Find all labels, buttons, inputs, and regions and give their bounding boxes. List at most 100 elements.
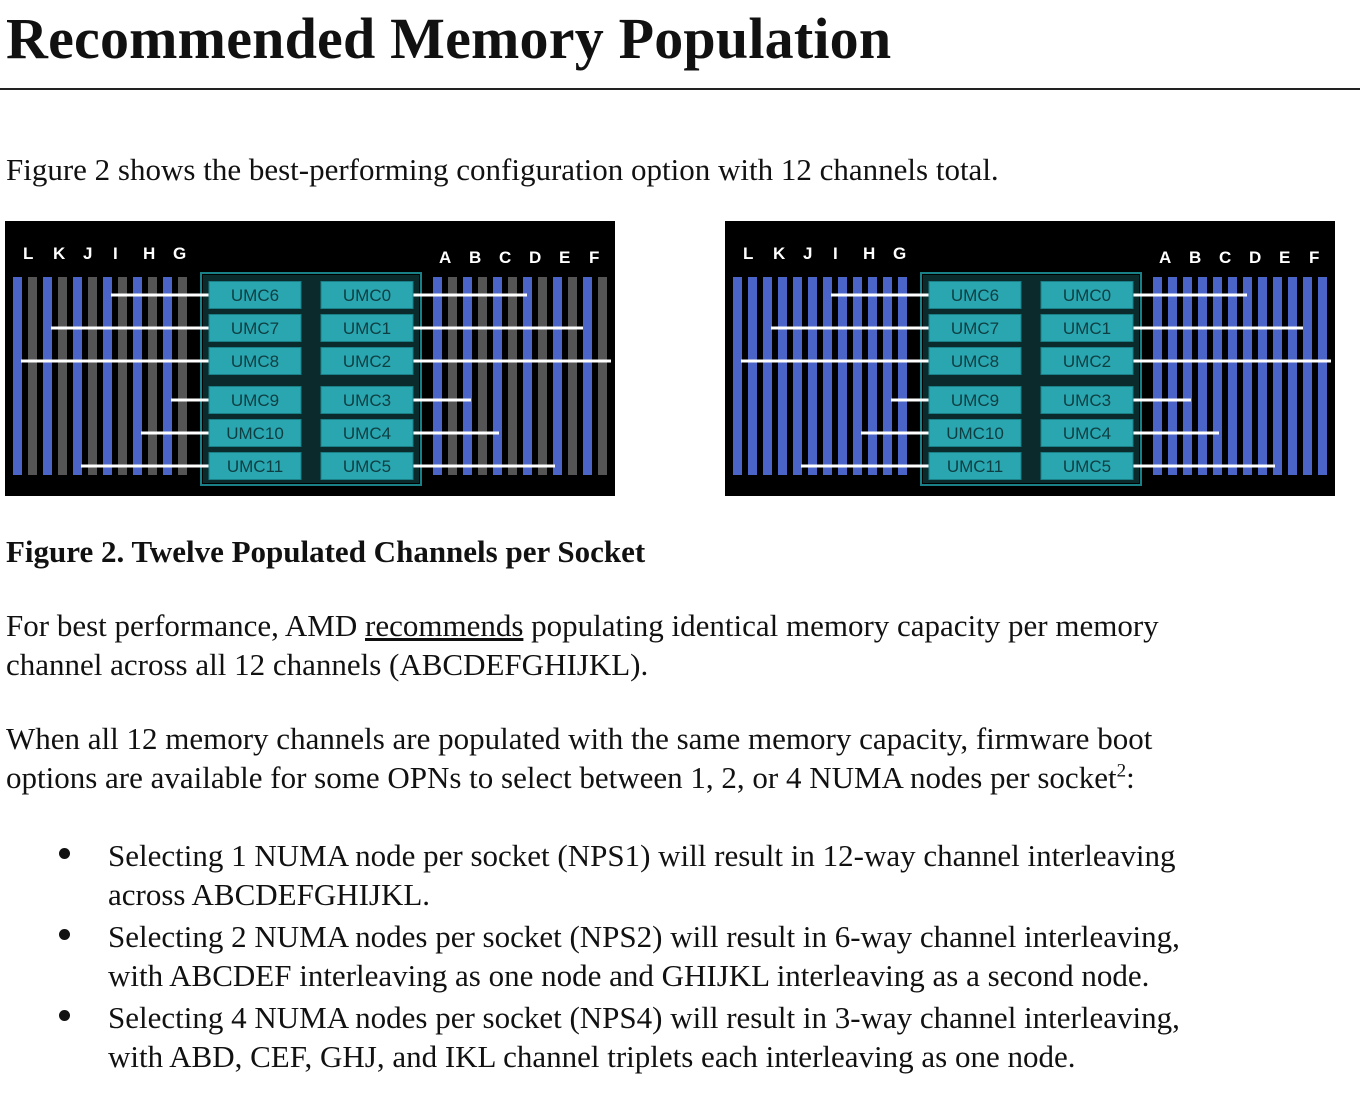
channel-label: D xyxy=(529,248,541,267)
channel-label: K xyxy=(773,244,786,263)
channel-label: J xyxy=(803,244,812,263)
dimm-slot xyxy=(808,277,817,475)
umc-block xyxy=(208,347,302,375)
dimm-slot xyxy=(1303,277,1312,475)
dimm-slot xyxy=(763,277,772,475)
underlined-term: recommends xyxy=(365,608,524,643)
dimm-slot xyxy=(823,277,832,475)
umc-block xyxy=(208,281,302,309)
dimm-slot xyxy=(1153,277,1162,475)
umc-label: UMC5 xyxy=(1063,457,1111,476)
bullet-icon xyxy=(59,848,70,859)
umc-label: UMC0 xyxy=(1063,286,1111,305)
umc-block xyxy=(1040,419,1134,447)
umc-label: UMC3 xyxy=(1063,391,1111,410)
list-item-line: Selecting 2 NUMA nodes per socket (NPS2)… xyxy=(108,919,1180,954)
channel-label: E xyxy=(559,248,570,267)
umc-block xyxy=(320,314,414,342)
dimm-slot xyxy=(493,277,502,475)
dimm-slot xyxy=(58,277,67,475)
bullet-icon xyxy=(59,1010,70,1021)
umc-block xyxy=(1040,386,1134,414)
dimm-slot xyxy=(1243,277,1252,475)
umc-label: UMC8 xyxy=(231,352,279,371)
dimm-slot xyxy=(583,277,592,475)
paragraph-line: For best performance, AMD recommends pop… xyxy=(6,606,1159,645)
list-item: Selecting 4 NUMA nodes per socket (NPS4)… xyxy=(0,998,1360,1079)
dimm-slot xyxy=(853,277,862,475)
channel-label: H xyxy=(863,244,875,263)
dimm-slot xyxy=(103,277,112,475)
dimm-slot xyxy=(1318,277,1327,475)
umc-label: UMC5 xyxy=(343,457,391,476)
channel-label: D xyxy=(1249,248,1261,267)
dimm-slot xyxy=(1258,277,1267,475)
numa-options-list: Selecting 1 NUMA node per socket (NPS1) … xyxy=(0,836,1360,1079)
umc-block xyxy=(320,419,414,447)
dimm-slot xyxy=(1198,277,1207,475)
channel-label: J xyxy=(83,244,92,263)
dimm-slot xyxy=(553,277,562,475)
umc-block xyxy=(320,281,414,309)
bullet-icon xyxy=(59,929,70,940)
dimm-slot xyxy=(1288,277,1297,475)
text-span: populating identical memory capacity per… xyxy=(523,608,1159,643)
umc-block xyxy=(320,452,414,480)
dimm-slot xyxy=(538,277,547,475)
dimm-slot xyxy=(448,277,457,475)
dimm-slot xyxy=(778,277,787,475)
list-item-line: Selecting 1 NUMA node per socket (NPS1) … xyxy=(108,838,1176,873)
umc-label: UMC8 xyxy=(951,352,999,371)
die-area xyxy=(203,275,419,483)
text-span: options are available for some OPNs to s… xyxy=(6,760,1117,795)
paragraph-line: options are available for some OPNs to s… xyxy=(6,758,1152,797)
umc-block xyxy=(1040,281,1134,309)
umc-label: UMC3 xyxy=(343,391,391,410)
dimm-slot xyxy=(73,277,82,475)
channel-label: L xyxy=(743,244,753,263)
channel-label: K xyxy=(53,244,66,263)
dimm-slot xyxy=(478,277,487,475)
intro-paragraph: Figure 2 shows the best-performing confi… xyxy=(6,152,999,187)
figure-caption: Figure 2. Twelve Populated Channels per … xyxy=(6,534,646,569)
dimm-slot xyxy=(598,277,607,475)
umc-block xyxy=(1040,314,1134,342)
dimm-slot xyxy=(43,277,52,475)
umc-label: UMC10 xyxy=(226,424,284,443)
umc-label: UMC0 xyxy=(343,286,391,305)
paragraph-numa: When all 12 memory channels are populate… xyxy=(6,719,1152,797)
channel-label: F xyxy=(1309,248,1319,267)
dimm-slot xyxy=(13,277,22,475)
list-item-text: Selecting 4 NUMA nodes per socket (NPS4)… xyxy=(108,998,1348,1076)
dimm-slot xyxy=(1168,277,1177,475)
umc-block xyxy=(208,452,302,480)
umc-block xyxy=(928,347,1022,375)
dimm-slot xyxy=(838,277,847,475)
channel-label: C xyxy=(499,248,511,267)
dimm-slot xyxy=(133,277,142,475)
dimm-slot xyxy=(433,277,442,475)
umc-block xyxy=(1040,347,1134,375)
dimm-slot xyxy=(733,277,742,475)
list-item-line: Selecting 4 NUMA nodes per socket (NPS4)… xyxy=(108,1000,1180,1035)
umc-block xyxy=(928,281,1022,309)
umc-label: UMC6 xyxy=(951,286,999,305)
dimm-slot xyxy=(883,277,892,475)
channel-label: I xyxy=(833,244,838,263)
die-area xyxy=(923,275,1139,483)
title-divider xyxy=(0,88,1360,90)
paragraph-line: When all 12 memory channels are populate… xyxy=(6,721,1153,756)
channel-label: G xyxy=(893,244,906,263)
umc-block xyxy=(208,419,302,447)
list-item-line: across ABCDEFGHIJKL. xyxy=(108,877,431,912)
text-span: : xyxy=(1126,760,1135,795)
dimm-slot xyxy=(793,277,802,475)
umc-label: UMC7 xyxy=(231,319,279,338)
dimm-slot xyxy=(28,277,37,475)
dimm-slot xyxy=(868,277,877,475)
umc-block xyxy=(928,419,1022,447)
